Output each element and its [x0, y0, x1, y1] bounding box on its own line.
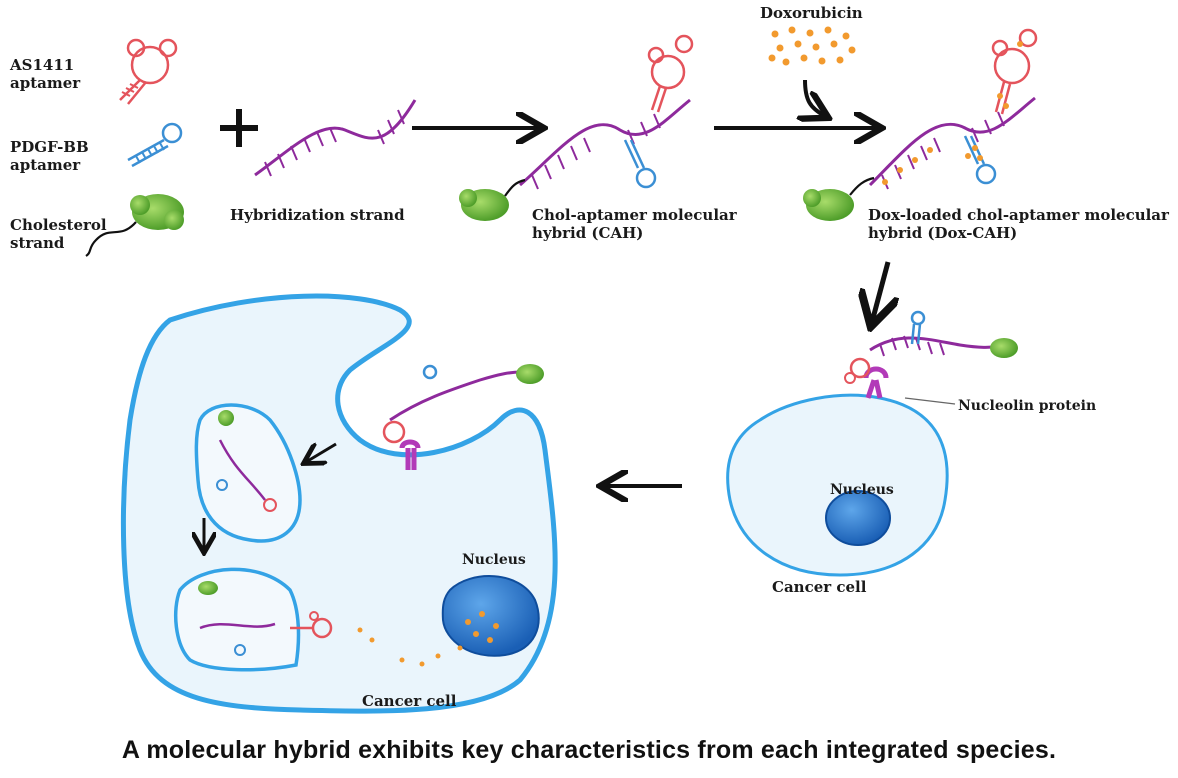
endosome-early-icon: [194, 403, 302, 543]
small-nucleus-label: Nucleus: [830, 482, 894, 498]
figure-caption: A molecular hybrid exhibits key characte…: [121, 736, 1057, 764]
cah-complex-icon: [459, 34, 694, 221]
arrow-internal-icon: [306, 444, 337, 462]
small-cancer-cell-label: Cancer cell: [772, 578, 867, 596]
legend-as1411: AS1411 aptamer: [9, 38, 178, 105]
nucleolin-receptor-icon: [865, 379, 883, 399]
pdgf-label-line1: PDGF-BB: [10, 138, 89, 156]
small-cancer-cell: [726, 310, 1018, 577]
cah-label-line1: Chol-aptamer molecular: [532, 206, 738, 224]
cholesterol-blob-icon: [85, 194, 184, 257]
large-nucleus-icon: [441, 575, 540, 657]
dox-cah-label-line1: Dox-loaded chol-aptamer molecular: [868, 206, 1170, 224]
pdgf-aptamer-icon: [127, 122, 183, 168]
hybridization-strand-label: Hybridization strand: [230, 206, 405, 224]
large-cancer-cell-label: Cancer cell: [362, 692, 457, 710]
large-nucleus-label: Nucleus: [462, 552, 526, 568]
dox-cah-complex-icon: [803, 28, 1038, 221]
pdgf-label-line2: aptamer: [10, 156, 81, 174]
arrow-curved-down-icon: [805, 79, 825, 116]
hybridization-strand-icon: [254, 99, 417, 177]
nucleolin-label: Nucleolin protein: [958, 398, 1096, 414]
arrow-down-icon: [872, 261, 888, 322]
cholesterol-label-line1: Cholesterol: [10, 216, 107, 234]
doxorubicin-label: Doxorubicin: [760, 4, 863, 22]
as1411-aptamer-icon: [119, 38, 178, 105]
dox-cah-label-line2: hybrid (Dox-CAH): [868, 224, 1017, 242]
plus-icon: [220, 109, 258, 147]
cah-label-line2: hybrid (CAH): [532, 224, 643, 242]
cholesterol-label-line2: strand: [10, 234, 65, 252]
small-nucleus-icon: [825, 490, 891, 546]
legend-pdgf: PDGF-BB aptamer: [10, 122, 183, 174]
as1411-label-line2: aptamer: [10, 74, 81, 92]
as1411-label-line1: AS1411: [9, 56, 74, 74]
legend-cholesterol: Cholesterol strand: [10, 194, 184, 257]
large-cancer-cell: [120, 293, 558, 714]
doxorubicin-dots-icon: [768, 26, 856, 66]
